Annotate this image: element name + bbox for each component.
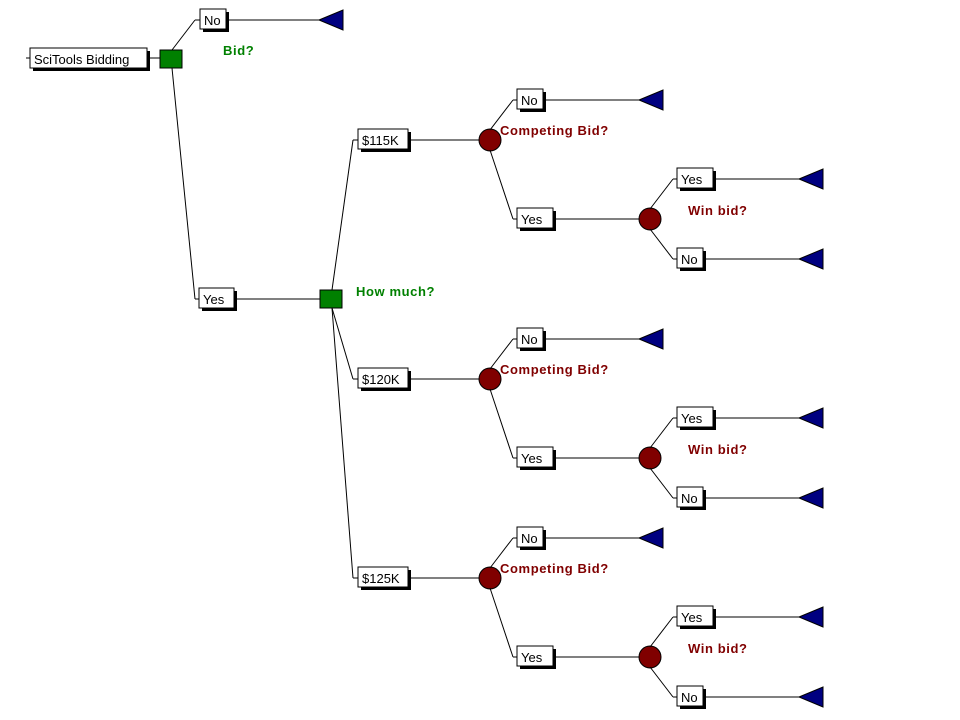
- competing-yes-label-115k-text: Yes: [521, 212, 543, 227]
- bid-yes-label-text: Yes: [203, 292, 225, 307]
- branch-line: [171, 19, 196, 51]
- competing-no-terminal-125k: [637, 527, 664, 549]
- branch-line: [649, 666, 674, 698]
- win-yes-label-125k-text: Yes: [681, 610, 703, 625]
- bid-yes-label-box[interactable]: [198, 287, 235, 309]
- competing-no-label-115k-box[interactable]: [516, 88, 544, 110]
- win-no-terminal-115k: [797, 248, 824, 270]
- win-no-label-120k-text: No: [681, 491, 698, 506]
- competing-no-terminal-115k: [637, 89, 664, 111]
- branch-line: [649, 467, 674, 499]
- branch-line: [331, 139, 354, 291]
- branch-line: [649, 417, 674, 449]
- competing-yes-label-120k-box[interactable]: [516, 446, 554, 468]
- branch-line: [171, 67, 196, 300]
- option-115k-label-box[interactable]: [357, 128, 409, 150]
- option-120k-label-box[interactable]: [357, 367, 409, 389]
- option-125k-label-box[interactable]: [357, 566, 409, 588]
- competing-bid-node-125k[interactable]: [478, 566, 502, 590]
- win-yes-label-115k-box[interactable]: [676, 167, 714, 189]
- branch-line: [331, 307, 354, 380]
- win-yes-label-115k-text: Yes: [681, 172, 703, 187]
- branch-line: [489, 99, 514, 131]
- option-120k-label-text: $120K: [362, 372, 400, 387]
- amount-decision-node[interactable]: [319, 289, 343, 309]
- win-no-terminal-125k: [797, 686, 824, 708]
- win-yes-terminal-115k: [797, 168, 824, 190]
- competing-yes-label-120k-text: Yes: [521, 451, 543, 466]
- root-label-text: SciTools Bidding: [34, 52, 129, 67]
- competing-no-label-125k-box[interactable]: [516, 526, 544, 548]
- branch-line: [649, 228, 674, 260]
- branch-line: [489, 537, 514, 569]
- branch-line: [649, 178, 674, 210]
- competing-no-terminal-120k: [637, 328, 664, 350]
- branch-line: [489, 338, 514, 370]
- win-bid-node-120k[interactable]: [638, 446, 662, 470]
- competing-no-label-115k-text: No: [521, 93, 538, 108]
- win-yes-label-120k-text: Yes: [681, 411, 703, 426]
- branch-line: [331, 307, 354, 579]
- competing-yes-label-125k-text: Yes: [521, 650, 543, 665]
- competing-no-label-125k-text: No: [521, 531, 538, 546]
- competing-question-115k: Competing Bid?: [500, 123, 609, 138]
- branch-line: [649, 616, 674, 648]
- bid-no-label-box[interactable]: [199, 8, 227, 30]
- bid-question: Bid?: [223, 43, 254, 58]
- win-yes-label-125k-box[interactable]: [676, 605, 714, 627]
- competing-no-label-120k-text: No: [521, 332, 538, 347]
- bid-decision-node[interactable]: [159, 49, 183, 69]
- win-no-label-125k-box[interactable]: [676, 685, 704, 707]
- competing-no-label-120k-box[interactable]: [516, 327, 544, 349]
- branch-line: [489, 388, 514, 459]
- win-no-label-115k-text: No: [681, 252, 698, 267]
- option-115k-label-text: $115K: [362, 133, 399, 148]
- competing-bid-node-115k[interactable]: [478, 128, 502, 152]
- win-no-label-125k-text: No: [681, 690, 698, 705]
- win-no-terminal-120k: [797, 487, 824, 509]
- win-bid-node-115k[interactable]: [638, 207, 662, 231]
- bid-no-label-text: No: [204, 13, 221, 28]
- win-no-label-115k-box[interactable]: [676, 247, 704, 269]
- branch-line: [489, 149, 514, 220]
- competing-bid-node-120k[interactable]: [478, 367, 502, 391]
- win-no-label-120k-box[interactable]: [676, 486, 704, 508]
- amount-question: How much?: [356, 284, 435, 299]
- win-yes-terminal-125k: [797, 606, 824, 628]
- branch-line: [489, 587, 514, 658]
- bid-no-terminal: [317, 9, 344, 31]
- competing-question-125k: Competing Bid?: [500, 561, 609, 576]
- win-question-115k: Win bid?: [688, 203, 748, 218]
- option-125k-label-text: $125K: [362, 571, 400, 586]
- win-yes-label-120k-box[interactable]: [676, 406, 714, 428]
- competing-yes-label-115k-box[interactable]: [516, 207, 554, 229]
- competing-question-120k: Competing Bid?: [500, 362, 609, 377]
- win-bid-node-125k[interactable]: [638, 645, 662, 669]
- competing-yes-label-125k-box[interactable]: [516, 645, 554, 667]
- win-question-120k: Win bid?: [688, 442, 748, 457]
- win-yes-terminal-120k: [797, 407, 824, 429]
- win-question-125k: Win bid?: [688, 641, 748, 656]
